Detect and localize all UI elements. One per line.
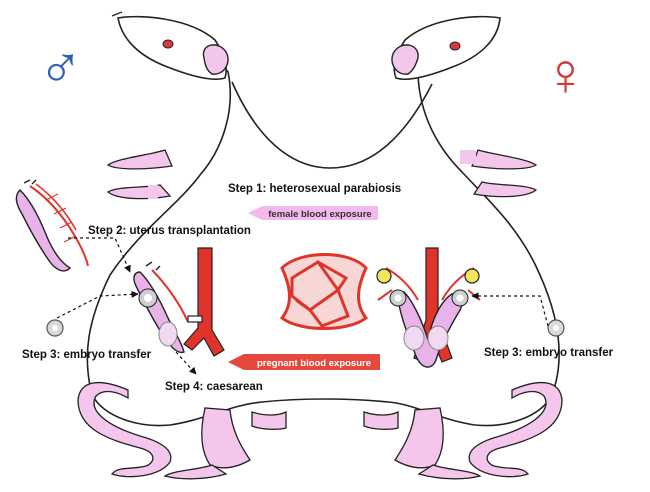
right-ovary — [464, 268, 480, 284]
transplanted-uterus — [133, 261, 189, 354]
female-symbol-icon: ♀ — [543, 41, 588, 108]
left-front-paw-lower — [106, 184, 172, 200]
pregnant-blood-label: pregnant blood exposure — [257, 358, 371, 369]
dashed-arrow-icon — [175, 351, 197, 375]
step1-label: Step 1: heterosexual parabiosis — [228, 183, 401, 195]
belly-line — [261, 398, 389, 403]
dashed-arrow-icon — [68, 237, 131, 273]
parabiosis-skin-bridge — [231, 81, 433, 169]
left-rat-head — [111, 11, 229, 81]
male-symbol-icon: ♂ — [38, 34, 83, 101]
left-recipient-vessels — [183, 247, 225, 357]
female-blood-label: female blood exposure — [268, 209, 371, 220]
vascular-network-icon — [279, 253, 369, 330]
paws — [77, 149, 563, 480]
dashed-arrows — [56, 237, 549, 375]
right-hind-foot — [394, 407, 444, 469]
donor-uterus — [15, 179, 89, 272]
pregnant-uterus — [376, 247, 481, 368]
right-front-paw-lower — [472, 181, 538, 198]
left-ovary — [376, 268, 392, 284]
embryo-dish-right — [547, 319, 565, 337]
left-front-paw-upper — [106, 149, 173, 170]
left-tail — [77, 381, 172, 478]
left-rat-ear — [202, 44, 229, 75]
step2-label: Step 2: uterus transplantation — [88, 225, 251, 237]
right-front-paw-upper — [471, 149, 538, 170]
left-rat-eye — [162, 39, 174, 49]
right-rat-eye — [449, 41, 461, 51]
right-rat-ear — [391, 44, 419, 75]
dashed-arrow-icon — [56, 290, 139, 319]
embryo-dish-left — [46, 319, 64, 337]
left-rat-body — [86, 17, 263, 427]
step4-label: Step 4: caesarean — [165, 381, 263, 393]
dashed-arrow-icon — [471, 292, 549, 327]
female-blood-arrow: female blood exposure — [248, 206, 378, 220]
right-tail — [468, 381, 563, 478]
pregnant-blood-arrow: pregnant blood exposure — [228, 354, 380, 370]
left-hind-foot — [201, 407, 251, 469]
right-rat-head — [391, 15, 501, 81]
step3-left-label: Step 3: embryo transfer — [22, 349, 152, 361]
step3-right-label: Step 3: embryo transfer — [484, 347, 614, 359]
